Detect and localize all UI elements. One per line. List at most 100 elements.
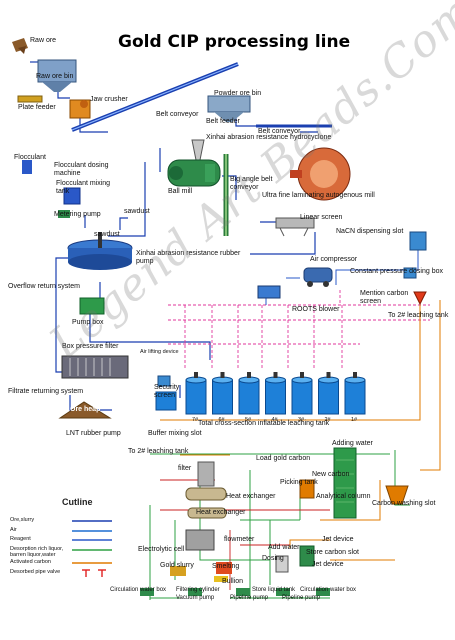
flocculant-icon bbox=[22, 160, 81, 218]
label-air-lifting: Air lifting device bbox=[140, 349, 179, 355]
picking-tank-icon bbox=[299, 479, 315, 499]
label-jet-device-1: Jet device bbox=[322, 536, 354, 543]
store-tanks-icon bbox=[275, 545, 315, 573]
filter-icon bbox=[197, 461, 215, 487]
label-circ-water-box-2: Circulation water box bbox=[300, 587, 357, 593]
label-security-screen: Security screen bbox=[154, 384, 180, 399]
label-hydrocyclone: Xinhai abrasion resistance hydrocyclone bbox=[206, 134, 332, 141]
label-vacuum-pump: Vacuum pump bbox=[176, 595, 215, 601]
plate-feeder-icon bbox=[17, 95, 43, 103]
leaching-tank bbox=[185, 372, 207, 415]
label-raw-ore: Raw ore bbox=[30, 37, 57, 44]
tank-number: 4# bbox=[271, 417, 278, 423]
linear-screen-icon bbox=[275, 217, 315, 237]
label-nacn: NaCN dispensing slot bbox=[336, 228, 404, 235]
leaching-tanks bbox=[185, 372, 366, 415]
label-new-carbon: New carbon bbox=[312, 471, 350, 478]
label-ball-mill: Ball mill bbox=[168, 188, 193, 195]
dosing-box-icon bbox=[403, 267, 417, 279]
label-roots-blower: ROOTS blower bbox=[292, 306, 340, 313]
autogenous-mill-icon bbox=[290, 147, 351, 201]
electrolytic-cell-icon bbox=[185, 529, 215, 551]
label-jaw-crusher: Jaw crusher bbox=[90, 96, 128, 103]
label-filtering-cylinder: Filtering cylinder bbox=[176, 587, 220, 593]
label-circ-water-box-1: Circulation water box bbox=[110, 587, 167, 593]
label-plate-feeder: Plate feeder bbox=[18, 104, 56, 111]
label-powder-ore-bin: Powder ore bin bbox=[214, 90, 262, 97]
leaching-tank bbox=[318, 372, 339, 415]
smelting-icon bbox=[214, 562, 232, 582]
ball-mill-icon bbox=[167, 159, 221, 187]
label-buffer-mixing: Buffer mixing slot bbox=[148, 430, 202, 437]
label-air-compressor: Air compressor bbox=[310, 256, 358, 263]
label-flocculant-dosing: Flocculant dosing machine bbox=[54, 162, 109, 177]
leaching-tank bbox=[291, 372, 313, 415]
legend-item-label: Air bbox=[10, 527, 17, 533]
label-pipeline-pump-1: Pipeline pump bbox=[230, 595, 269, 601]
roots-blower-icon bbox=[257, 285, 281, 299]
air-lift-lines bbox=[168, 290, 430, 370]
label-analytical-column: Analytical column bbox=[316, 493, 371, 500]
legend-swatches bbox=[72, 520, 112, 564]
label-store-carbon: Store carbon slot bbox=[306, 549, 359, 556]
label-electrolytic-cell: Electrolytic cell bbox=[138, 546, 185, 553]
label-box-filter: Box pressure filter bbox=[62, 343, 119, 350]
label-belt-conveyor-2: Belt conveyor bbox=[258, 128, 301, 135]
tank-number: 1# bbox=[351, 417, 358, 423]
label-linear-screen: Linear screen bbox=[300, 214, 343, 221]
label-to-leaching-2: To 2# leaching tank bbox=[128, 448, 189, 455]
label-belt-conveyor-1: Belt conveyor bbox=[156, 111, 199, 118]
security-screen-icon bbox=[157, 375, 171, 387]
leaching-tank bbox=[344, 372, 366, 415]
label-adding-water: Adding water bbox=[332, 440, 373, 447]
label-filter: filter bbox=[178, 465, 192, 472]
tank-number: 3# bbox=[298, 417, 305, 423]
label-filtrate-return: Filtrate returning system bbox=[8, 388, 84, 395]
raw-ore-bin-icon bbox=[37, 59, 77, 92]
label-lnt-pump: LNT rubber pump bbox=[66, 430, 121, 437]
legend-item-label: Reagent bbox=[10, 536, 31, 542]
label-store-liquid: Store liquid tank bbox=[252, 587, 296, 593]
label-rubber-pump: Xinhai abrasion resistance rubber pump bbox=[136, 250, 241, 265]
pump-box-icon bbox=[79, 297, 105, 315]
nacn-slot-icon bbox=[409, 231, 427, 251]
leaching-tank bbox=[238, 372, 260, 415]
legend-item-label: Activated carbon bbox=[10, 559, 51, 565]
label-carbon-washing: Carbon washing slot bbox=[372, 500, 436, 507]
legend-valve-icon bbox=[82, 569, 106, 577]
label-flowmeter: flowmeter bbox=[224, 536, 255, 543]
label-to-leaching-1: To 2# leaching tank bbox=[388, 312, 449, 319]
powder-ore-bin-icon bbox=[207, 95, 251, 122]
mention-carbon-screen-icon bbox=[413, 291, 427, 306]
thickener-icon bbox=[67, 232, 133, 270]
conveyor-belt-1 bbox=[71, 62, 239, 132]
label-big-angle-belt: Big angle belt conveyor bbox=[230, 176, 273, 191]
buffer-tank-icon bbox=[155, 391, 177, 411]
ore-heap-icon bbox=[58, 401, 112, 419]
label-constant-dosing: Constant pressure dosing box bbox=[350, 268, 443, 275]
carbon-lines bbox=[160, 300, 441, 561]
tank-number: 2# bbox=[324, 417, 331, 423]
label-mention-carbon: Mention carbon screen bbox=[360, 290, 409, 305]
tank-number: 7# bbox=[192, 417, 199, 423]
label-sawdust-2: sawdust bbox=[94, 231, 120, 238]
label-load-gold-carbon: Load gold carbon bbox=[256, 455, 311, 462]
label-dosing: Dosing bbox=[262, 555, 284, 562]
heat-exchanger-icon bbox=[185, 487, 227, 519]
legend-item-label: Desorbed pipe valve bbox=[10, 569, 61, 575]
label-flocculant: Flocculant bbox=[14, 154, 46, 161]
jaw-crusher-icon bbox=[69, 99, 91, 119]
legend-item-label: Ore,slurry bbox=[10, 517, 35, 523]
carbon-washing-icon bbox=[385, 485, 409, 505]
gold-slurry-icon bbox=[170, 566, 186, 576]
legend-title: Cutline bbox=[62, 497, 93, 507]
air-compressor-icon bbox=[303, 267, 333, 287]
tank-number: 5# bbox=[245, 417, 252, 423]
label-heat-exchanger-2: Heat exchanger bbox=[196, 509, 246, 516]
label-metering-pump: Metering pump bbox=[54, 211, 101, 218]
pumps-icons bbox=[140, 588, 330, 596]
box-filter-icon bbox=[61, 355, 129, 379]
label-belt-feeder: Belt feeder bbox=[206, 118, 240, 125]
